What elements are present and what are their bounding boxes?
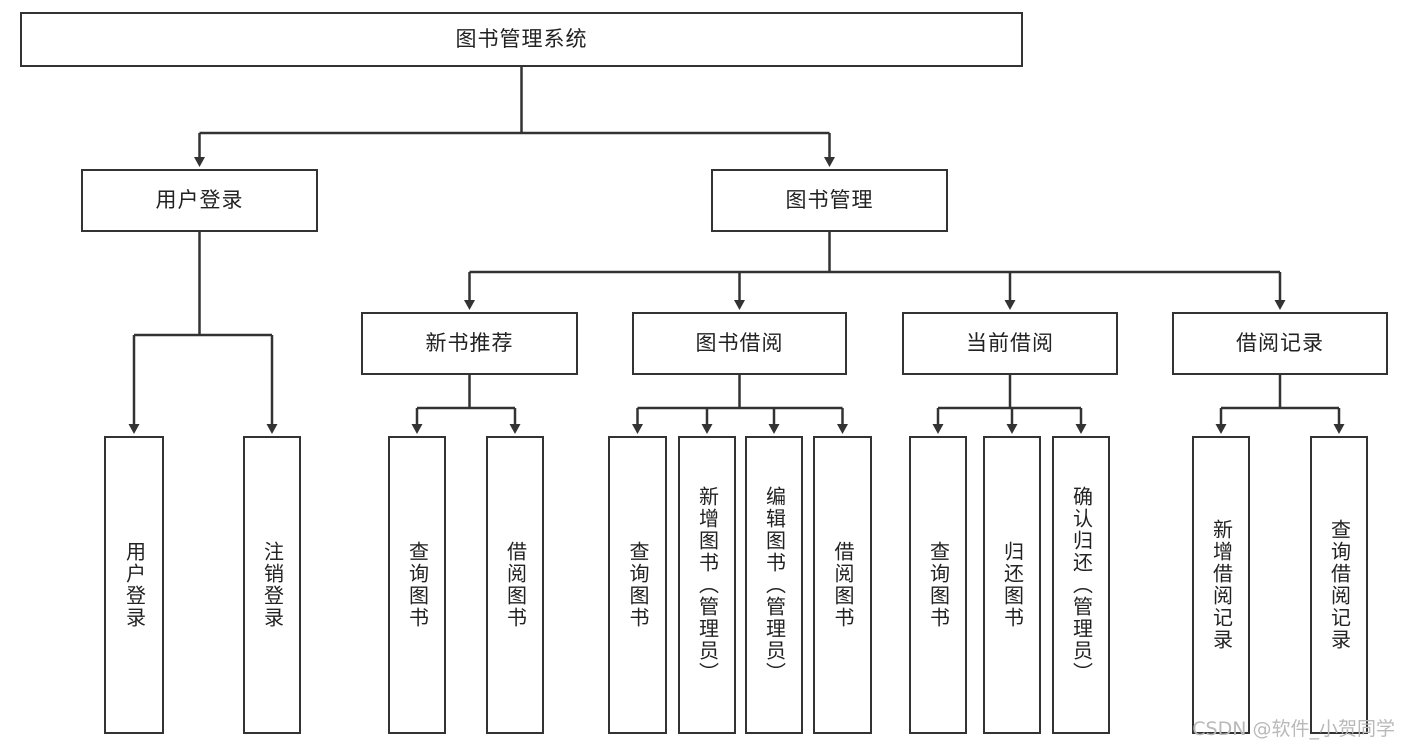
node-leaf-query-book-2[interactable]: 查询图书 (608, 436, 667, 734)
node-label: 图书管理系统 (455, 26, 588, 51)
node-leaf-add-record[interactable]: 新增借阅记录 (1192, 436, 1250, 734)
node-leaf-confirm-return[interactable]: 确认归还（管理员） (1052, 436, 1110, 734)
node-label: 用户登录 (122, 541, 147, 629)
node-leaf-return-book[interactable]: 归还图书 (983, 436, 1041, 734)
node-label: 查询图书 (926, 541, 951, 629)
watermark-text: CSDN @软件_小贺同学 (1192, 718, 1395, 740)
node-leaf-user-login[interactable]: 用户登录 (104, 436, 164, 734)
node-borrow-record[interactable]: 借阅记录 (1172, 312, 1388, 375)
node-label: 新增图书（管理员） (695, 486, 720, 684)
node-user-login[interactable]: 用户登录 (81, 169, 318, 232)
node-label: 图书管理 (785, 187, 874, 212)
node-leaf-query-book-1[interactable]: 查询图书 (388, 436, 446, 734)
node-leaf-user-logout[interactable]: 注销登录 (243, 436, 301, 734)
node-current-borrow[interactable]: 当前借阅 (902, 312, 1118, 375)
node-label: 新增借阅记录 (1209, 519, 1234, 651)
node-leaf-edit-book[interactable]: 编辑图书（管理员） (745, 436, 803, 734)
node-label: 注销登录 (260, 541, 285, 629)
node-leaf-add-book[interactable]: 新增图书（管理员） (678, 436, 736, 734)
node-label: 查询图书 (405, 541, 430, 629)
node-label: 查询借阅记录 (1327, 519, 1352, 651)
node-label: 借阅图书 (831, 541, 855, 629)
node-new-book-rec[interactable]: 新书推荐 (361, 312, 578, 375)
node-book-manage[interactable]: 图书管理 (711, 169, 948, 232)
node-label: 当前借阅 (966, 330, 1054, 355)
node-root[interactable]: 图书管理系统 (20, 12, 1023, 67)
node-label: 确认归还（管理员） (1069, 486, 1094, 684)
node-label: 借阅图书 (503, 541, 528, 629)
node-leaf-query-book-3[interactable]: 查询图书 (909, 436, 967, 734)
node-label: 图书借阅 (695, 330, 784, 355)
node-book-borrow[interactable]: 图书借阅 (632, 312, 847, 375)
node-leaf-borrow-book-2[interactable]: 借阅图书 (813, 436, 872, 734)
node-label: 用户登录 (155, 187, 244, 212)
node-label: 新书推荐 (425, 330, 514, 355)
node-label: 归还图书 (1000, 541, 1025, 629)
node-label: 借阅记录 (1236, 330, 1324, 355)
node-leaf-borrow-book-1[interactable]: 借阅图书 (486, 436, 544, 734)
node-label: 编辑图书（管理员） (762, 486, 787, 684)
node-leaf-query-record[interactable]: 查询借阅记录 (1310, 436, 1368, 734)
node-label: 查询图书 (626, 541, 650, 629)
